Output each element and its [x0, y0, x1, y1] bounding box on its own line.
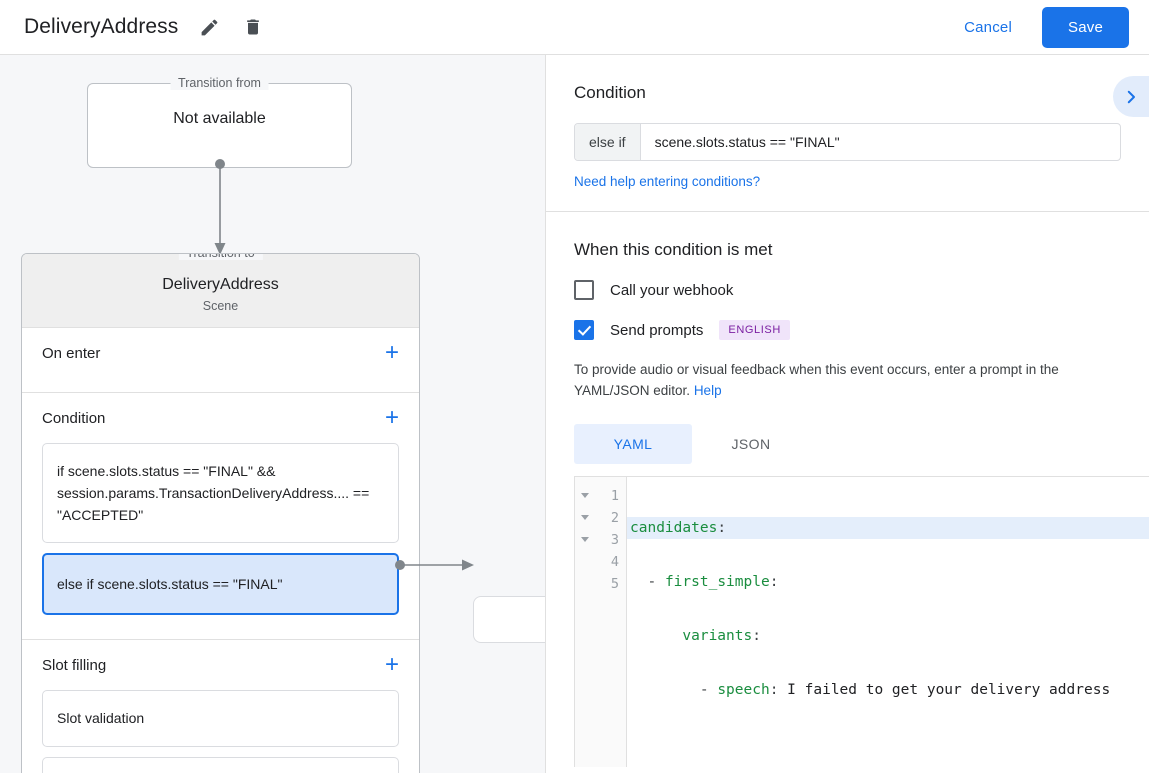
fold-arrow-icon[interactable] [581, 537, 589, 543]
section-slot-filling: Slot filling + Slot validation Transacti… [22, 640, 419, 773]
language-badge: ENGLISH [719, 320, 790, 340]
webhook-label: Call your webhook [610, 281, 734, 299]
send-prompts-checkbox-row[interactable]: Send prompts ENGLISH [574, 320, 1121, 340]
section-condition: Condition + if scene.slots.status == "FI… [22, 393, 419, 641]
condition-expression-input[interactable] [640, 124, 1120, 160]
webhook-checkbox[interactable] [574, 280, 594, 300]
transition-to-legend: Transition to [178, 254, 263, 260]
code-line[interactable]: variants: [682, 627, 761, 644]
prompts-description: To provide audio or visual feedback when… [574, 360, 1121, 402]
code-line[interactable]: candidates: [627, 516, 1149, 539]
section-slot-filling-header: Slot filling + [42, 640, 399, 690]
gutter-line[interactable]: 5 [610, 575, 619, 592]
condition-help-link[interactable]: Need help entering conditions? [574, 174, 761, 189]
when-met-heading: When this condition is met [574, 240, 773, 259]
webhook-checkbox-row[interactable]: Call your webhook [574, 280, 1121, 300]
scene-type: Scene [202, 299, 239, 313]
details-panel: Condition else if Need help entering con… [546, 55, 1149, 773]
transition-to-node[interactable]: Transition to DeliveryAddress Scene On e… [21, 253, 420, 773]
scene-name: DeliveryAddress [162, 276, 279, 293]
gutter-line[interactable]: 4 [610, 553, 619, 570]
page-title: DeliveryAddress [24, 15, 179, 38]
slot-filling-item[interactable]: Slot validation [42, 690, 399, 747]
editor-code-area[interactable]: candidates: - first_simple: variants: - … [627, 477, 1149, 767]
top-bar-actions: Cancel Save [950, 6, 1149, 48]
section-slot-filling-title: Slot filling [42, 656, 107, 674]
code-line[interactable]: - speech: I failed to get your delivery … [699, 681, 1111, 698]
cancel-button[interactable]: Cancel [950, 11, 1026, 44]
panel-condition-section: Condition else if Need help entering con… [546, 55, 1149, 212]
slot-filling-item[interactable]: TransactionDeliveryAddress [42, 756, 399, 773]
condition-input-row[interactable]: else if [574, 123, 1121, 161]
connector-from-to [214, 159, 226, 255]
section-on-enter-title: On enter [42, 344, 101, 362]
gutter-line[interactable]: 2 [575, 507, 626, 529]
condition-prefix-label: else if [575, 124, 641, 160]
scene-header: DeliveryAddress Scene [22, 254, 419, 328]
add-on-enter-button[interactable]: + [384, 339, 399, 366]
fold-arrow-icon[interactable] [581, 493, 589, 499]
prompts-help-link[interactable]: Help [693, 382, 722, 398]
top-app-bar: DeliveryAddress Cancel Save [0, 0, 1149, 55]
send-prompts-checkbox[interactable] [574, 320, 594, 340]
condition-heading: Condition [574, 83, 646, 102]
condition-item[interactable]: if scene.slots.status == "FINAL" && sess… [42, 443, 399, 544]
transition-from-value: Not available [173, 109, 266, 127]
code-line[interactable] [627, 733, 1149, 755]
panel-when-met-section: When this condition is met Call your web… [546, 212, 1149, 464]
code-line[interactable]: - first_simple: [647, 573, 779, 590]
tab-yaml[interactable]: YAML [574, 423, 692, 464]
editor-gutter: 1 2 3 4 5 [575, 476, 627, 767]
gutter-line[interactable]: 3 [575, 529, 626, 551]
gutter-line[interactable]: 1 [575, 485, 626, 507]
section-on-enter-header: On enter + [42, 328, 399, 378]
fold-arrow-icon[interactable] [581, 515, 589, 521]
send-prompts-label: Send prompts [610, 321, 704, 339]
tab-json[interactable]: JSON [731, 435, 771, 452]
edit-pencil-icon[interactable] [196, 14, 222, 40]
target-node-empty[interactable] [473, 596, 545, 643]
editor-format-tabs: YAML JSON [574, 423, 1121, 464]
prompt-code-editor[interactable]: 1 2 3 4 5 candidates: - first_simple: va… [574, 475, 1149, 767]
condition-item-selected[interactable]: else if scene.slots.status == "FINAL" [42, 553, 399, 616]
save-button[interactable]: Save [1042, 6, 1129, 48]
add-slot-filling-button[interactable]: + [384, 651, 399, 679]
section-condition-title: Condition [42, 409, 106, 427]
add-condition-button[interactable]: + [384, 404, 399, 431]
flow-canvas[interactable]: Transition from Not available Transition… [0, 55, 546, 773]
delete-trash-icon[interactable] [240, 14, 266, 40]
section-on-enter: On enter + [22, 328, 419, 393]
prompts-description-text: To provide audio or visual feedback when… [574, 362, 1059, 398]
transition-from-legend: Transition from [170, 76, 269, 90]
transition-from-node[interactable]: Transition from Not available [87, 76, 352, 168]
section-condition-header: Condition + [42, 393, 399, 443]
chevron-right-icon[interactable] [1113, 76, 1149, 117]
